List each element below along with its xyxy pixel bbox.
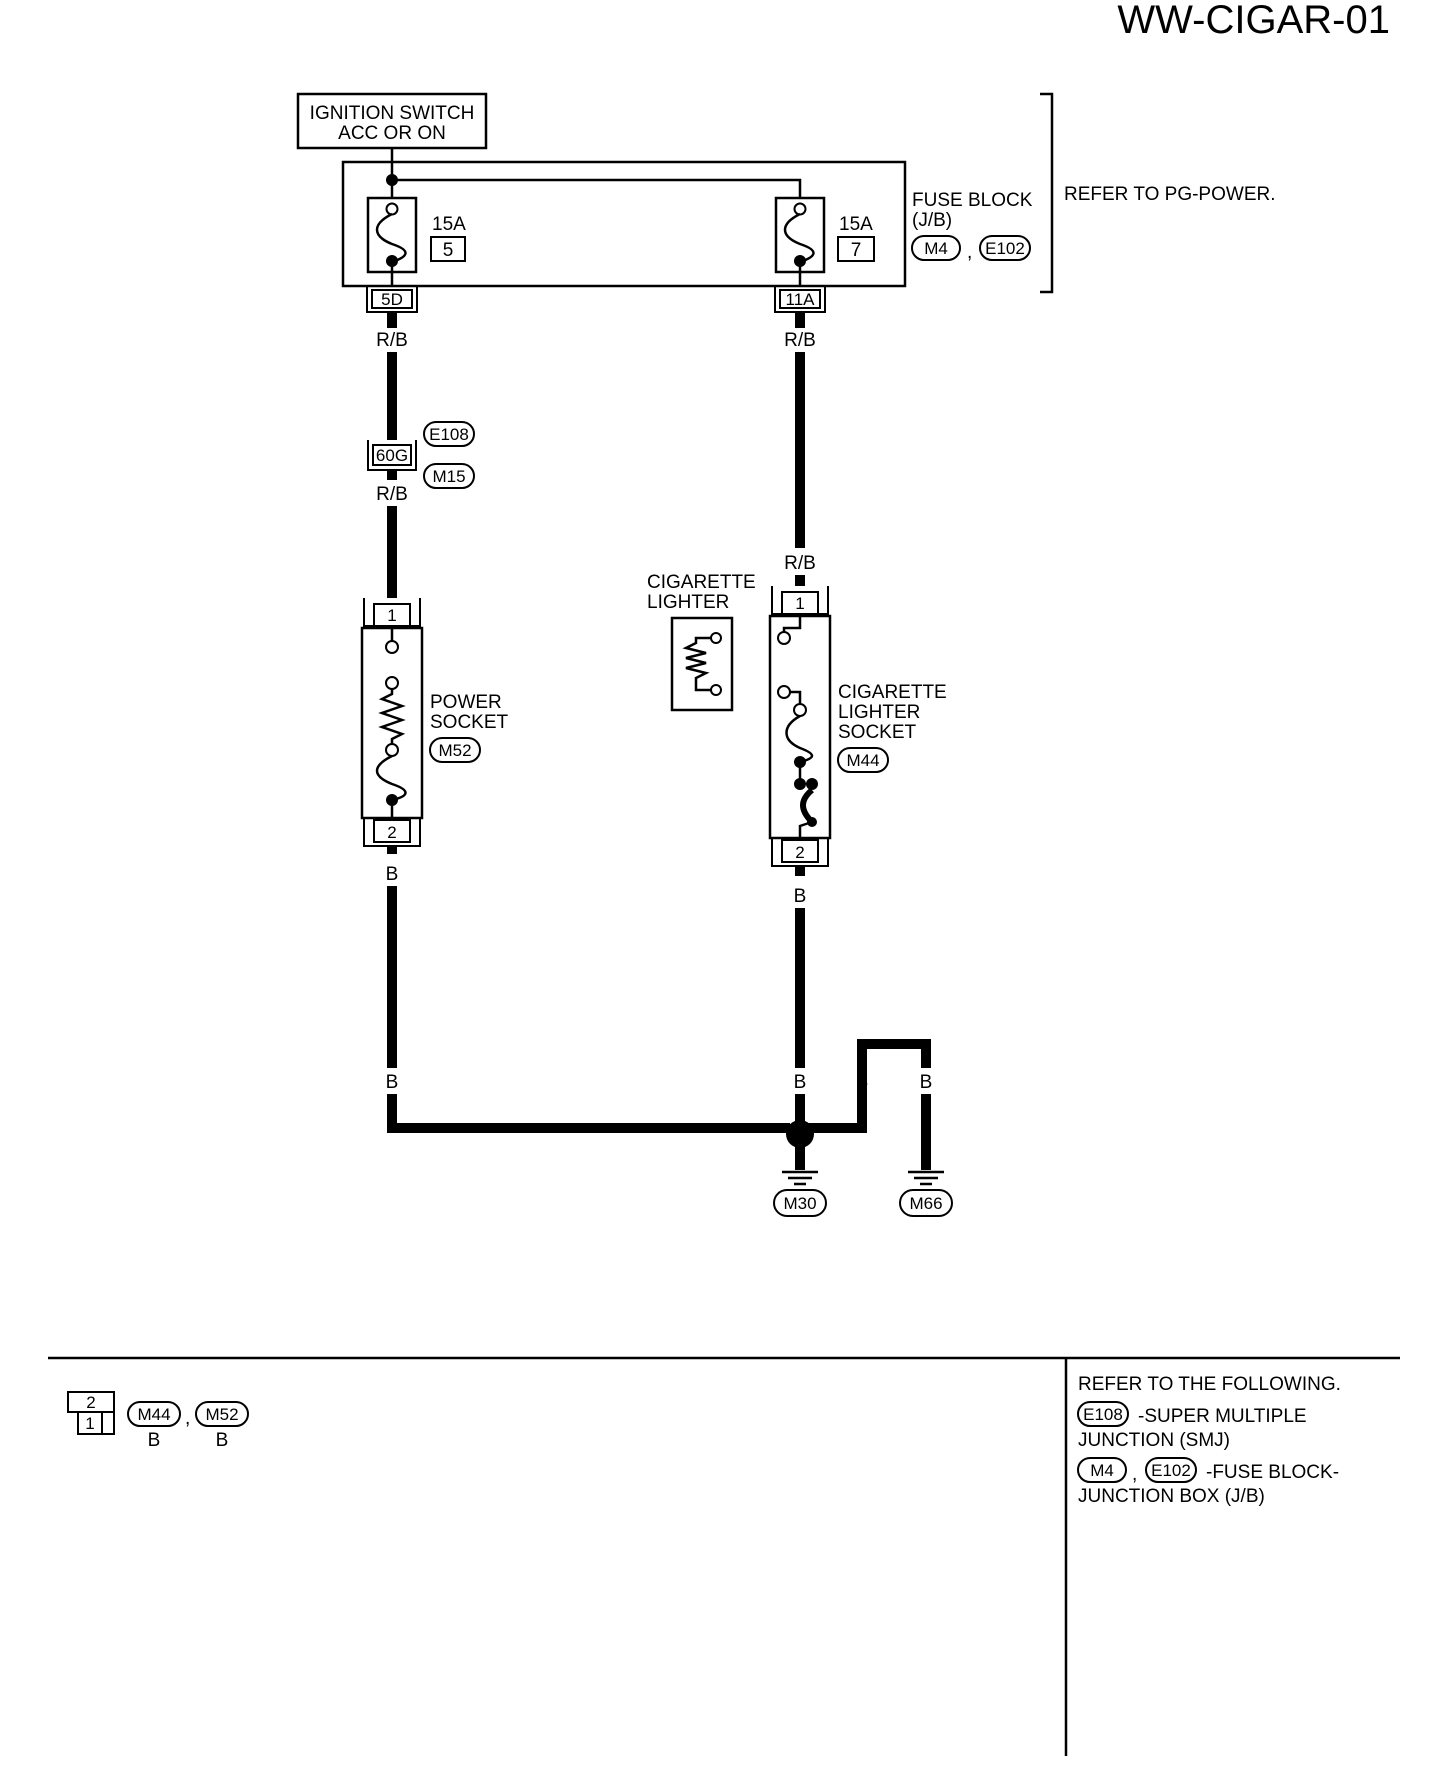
refer-following: REFER TO THE FOLLOWING. E108 -SUPER MULT…	[1077, 1374, 1341, 1507]
legend-connector-m52: M52	[205, 1405, 238, 1424]
wire-color-right-2: R/B	[784, 553, 816, 574]
cigarette-lighter-label: CIGARETTE	[647, 572, 756, 593]
lighter-socket-connector: M44	[846, 751, 879, 770]
wire-color-ground-2: B	[920, 1072, 933, 1093]
lighter-socket-pin-1: 1	[795, 594, 804, 613]
fuse-block-separator: ,	[967, 242, 972, 263]
power-socket-pin-1: 1	[387, 606, 396, 625]
wire-color-right-1: R/B	[784, 330, 816, 351]
power-socket: 1 2 POWER SOCKET M52	[360, 598, 509, 847]
lighter-socket-label-3: SOCKET	[838, 722, 917, 743]
fuse-block-label: FUSE BLOCK	[912, 190, 1033, 211]
svg-text:11A: 11A	[786, 290, 816, 309]
wire-color-left-2: R/B	[376, 484, 408, 505]
cigarette-lighter: CIGARETTE LIGHTER	[647, 572, 756, 712]
lighter-socket-label-2: LIGHTER	[838, 702, 920, 723]
wire-color-left-3: B	[386, 864, 399, 885]
ignition-switch-label: IGNITION SWITCH	[310, 103, 475, 124]
splice-point	[786, 1120, 814, 1148]
fuse-right: 15A 7	[774, 196, 875, 286]
refer-connector-e108: E108	[1083, 1405, 1123, 1424]
terminal-11a: 11A	[774, 286, 826, 313]
ignition-switch: IGNITION SWITCH ACC OR ON	[296, 92, 488, 150]
legend-color-m52: B	[216, 1430, 229, 1451]
ground-m66-icon	[908, 1170, 944, 1186]
refer-connector-m4: M4	[1090, 1461, 1114, 1480]
fuse-block: 15A 5 15A 7 FUSE BLOCK (J/B) M4 , E102	[341, 148, 1033, 288]
refer-bracket	[1040, 92, 1054, 294]
refer-separator: ,	[1132, 1464, 1137, 1485]
cigarette-lighter-label-2: LIGHTER	[647, 592, 729, 613]
fuse-right-number: 7	[851, 240, 862, 261]
legend-connector-m44: M44	[137, 1405, 170, 1424]
ground-m30-icon	[782, 1170, 818, 1186]
wire-color-ground-1: B	[856, 1072, 869, 1093]
legend-color-m44: B	[148, 1430, 161, 1451]
refer-connector-e102: E102	[1151, 1461, 1191, 1480]
terminal-5d: 5D	[366, 286, 418, 313]
svg-text:5D: 5D	[381, 290, 403, 309]
fuse-block-jb: (J/B)	[912, 210, 952, 231]
power-socket-connector: M52	[438, 741, 471, 760]
svg-text:60G: 60G	[376, 446, 408, 465]
lighter-socket-pin-2: 2	[795, 843, 804, 862]
ground-network: B B M30 M66	[773, 1039, 953, 1217]
ground-m30: M30	[783, 1194, 816, 1213]
fuse-block-connector-m4: M4	[924, 239, 948, 258]
fuse-block-connector-e102: E102	[985, 239, 1025, 258]
refer-following-heading: REFER TO THE FOLLOWING.	[1078, 1374, 1341, 1395]
legend-separator: ,	[185, 1408, 190, 1429]
junction-60g: 60G E108 M15	[367, 421, 475, 489]
ground-m66: M66	[909, 1194, 942, 1213]
fuse-left-rating: 15A	[432, 214, 466, 235]
wire-color-right-3: B	[794, 886, 807, 907]
refer-jb-line1: -FUSE BLOCK-	[1206, 1462, 1339, 1483]
wire-color-left-1: R/B	[376, 330, 408, 351]
refer-smj-line2: JUNCTION (SMJ)	[1078, 1430, 1230, 1451]
junction-connector-e108: E108	[429, 425, 469, 444]
connector-legend: 2 1 M44 , M52 B B	[67, 1391, 249, 1451]
refer-pg-power: REFER TO PG-POWER.	[1064, 184, 1276, 205]
right-branch: R/B R/B 1 2 CIGARETTE LIG	[768, 312, 947, 1128]
power-socket-label: POWER	[430, 692, 502, 713]
page-code: WW-CIGAR-01	[1117, 0, 1390, 42]
legend-pin-2: 2	[86, 1393, 95, 1412]
refer-smj-line1: -SUPER MULTIPLE	[1138, 1406, 1307, 1427]
wire-color-right-4: B	[794, 1072, 807, 1093]
cigarette-lighter-socket: 1 2 CIGARETTE LIGHTER SOCKET M44	[768, 586, 947, 867]
fuse-right-rating: 15A	[839, 214, 873, 235]
wire-color-left-4: B	[386, 1072, 399, 1093]
left-branch: R/B 60G E108 M15 R/B 1	[360, 312, 790, 1133]
ignition-switch-state: ACC OR ON	[338, 123, 446, 144]
fuse-left: 15A 5	[366, 196, 466, 286]
lighter-socket-label: CIGARETTE	[838, 682, 947, 703]
legend-pin-1: 1	[85, 1414, 94, 1433]
junction-connector-m15: M15	[432, 467, 465, 486]
power-socket-label-2: SOCKET	[430, 712, 509, 733]
fuse-left-number: 5	[443, 240, 454, 261]
power-socket-pin-2: 2	[387, 823, 396, 842]
refer-jb-line2: JUNCTION BOX (J/B)	[1078, 1486, 1265, 1507]
